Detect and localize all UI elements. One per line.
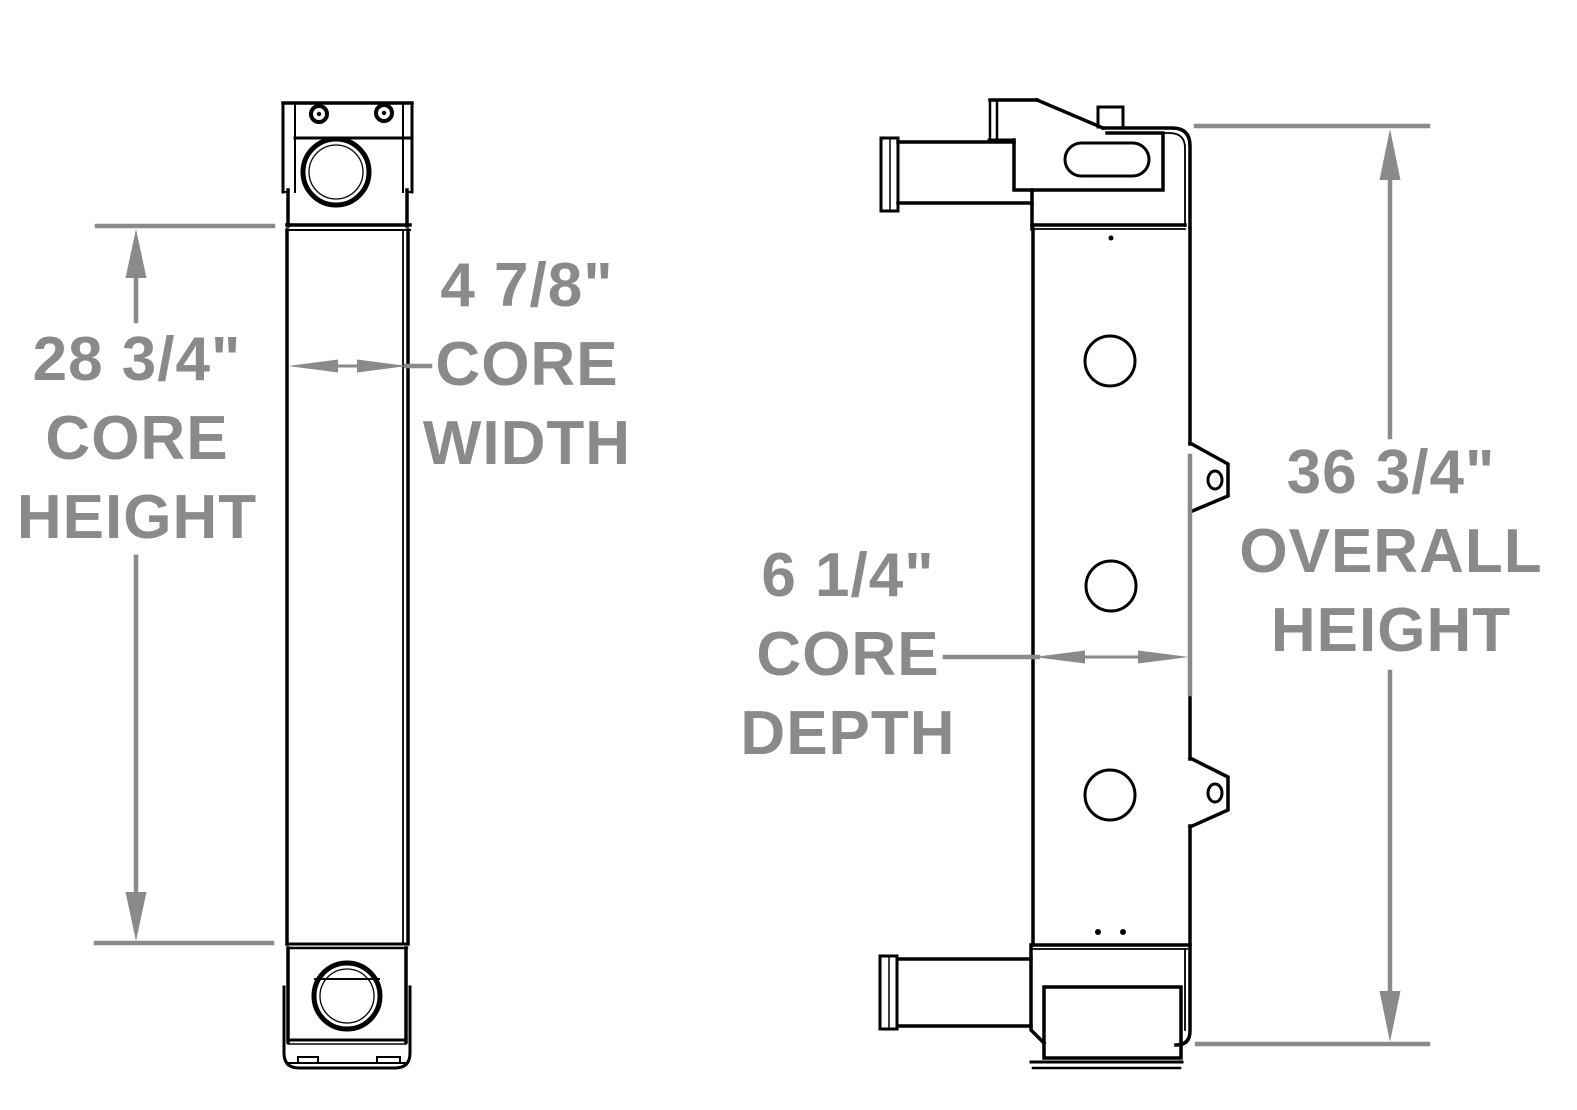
dimension-value: 36 3/4" [1286,438,1496,507]
bolt-hole [309,104,329,124]
dimension-text: HEIGHT [16,483,258,552]
bracket-hole [1206,469,1224,491]
front-top-tank [281,101,414,231]
side-bottom-tank [878,943,1192,1070]
arrow-right-icon [357,359,407,373]
bottom-tank-face [1042,985,1183,1060]
core-width-label: 4 7/8" CORE WIDTH [357,246,697,483]
core-width-dimension [288,359,433,373]
bolt-hole [374,103,394,123]
core-depth-dimension [942,453,1193,697]
arrow-left-icon [1034,650,1085,664]
dimension-annotations [93,123,1431,1047]
core-depth-label: 6 1/4" CORE DEPTH [678,536,1018,773]
arrow-left-icon [288,359,338,373]
dimension-text: DEPTH [740,699,956,768]
arrow-up-icon [125,229,147,278]
front-bottom-tank [282,946,412,1070]
overall-height-dimension [1193,123,1431,1047]
dimension-text: CORE [756,620,940,689]
top-port-circle [300,136,372,208]
dimension-value: 4 7/8" [440,251,614,320]
dimension-text: CORE [435,330,619,399]
top-hose-bead [879,136,900,213]
filler-neck [1096,105,1125,129]
mounting-slot [1063,141,1151,178]
bottom-hose-bead [878,954,899,1031]
dimension-value: 28 3/4" [32,325,242,394]
mounting-notch [297,1056,319,1064]
core-height-label: 28 3/4" CORE HEIGHT [0,320,307,557]
dimension-text: WIDTH [422,409,632,478]
bracket-hole [1206,782,1224,804]
side-mounting-bracket [1187,755,1230,830]
side-top-tank [879,97,1192,231]
overall-height-label: 36 3/4" OVERALL HEIGHT [1221,433,1561,670]
arrow-down-icon [125,892,147,941]
dimension-text: CORE [45,404,229,473]
bottom-hose-pipe [896,957,1033,1028]
arrow-right-icon [1138,650,1189,664]
core-hole [1084,559,1138,613]
arrow-up-icon [1379,129,1401,180]
bottom-port-circle [311,960,383,1032]
side-core [1031,226,1230,947]
radiator-side-view [878,97,1230,1070]
top-hose-pipe [896,140,1034,205]
radiator-front-view [281,101,414,1070]
dimension-value: 6 1/4" [761,541,935,610]
front-core [285,228,410,950]
side-mounting-bracket [1187,440,1230,515]
mounting-notch [376,1056,401,1064]
top-mounting-plate [1012,131,1165,192]
dimension-text: HEIGHT [1270,596,1512,665]
core-hole [1083,334,1137,388]
core-height-dimension [93,223,276,946]
dimension-text: OVERALL [1239,517,1543,586]
core-hole [1083,768,1137,822]
arrow-down-icon [1379,991,1401,1042]
